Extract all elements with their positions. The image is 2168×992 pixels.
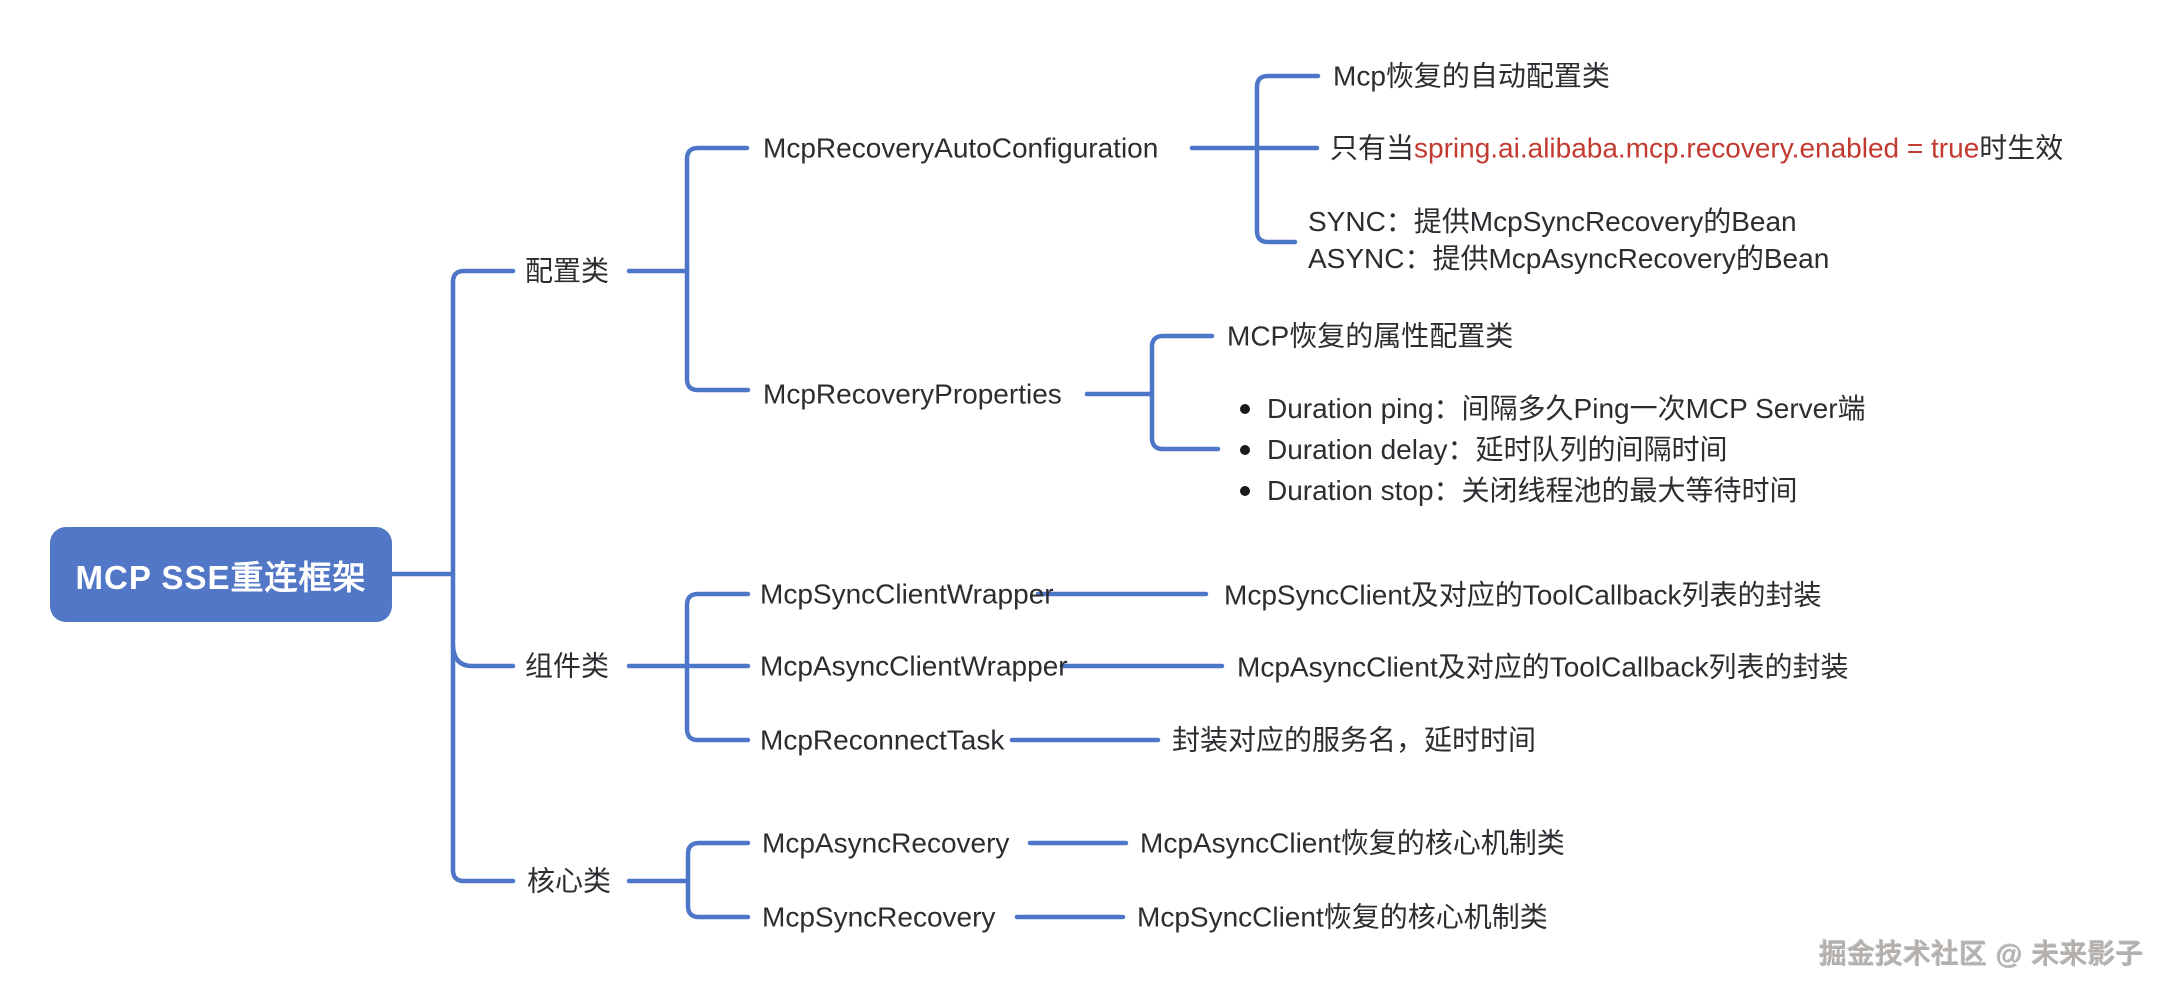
root-node-label: MCP SSE重连框架 [75, 558, 367, 596]
node-mcp-sync-client-wrapper[interactable]: McpSyncClientWrapper [760, 578, 1054, 610]
bullet-duration-ping: Duration ping：间隔多久Ping一次MCP Server端 [1240, 388, 1866, 429]
node-mcp-recovery-auto-configuration[interactable]: McpRecoveryAutoConfiguration [763, 132, 1159, 164]
bullet-duration-stop: Duration stop：关闭线程池的最大等待时间 [1240, 470, 1866, 511]
leaf-properties-desc[interactable]: MCP恢复的属性配置类 [1227, 320, 1514, 352]
leaf-reconnect-task-desc[interactable]: 封装对应的服务名，延时时间 [1172, 724, 1537, 756]
condition-prefix: 只有当 [1330, 132, 1415, 164]
node-mcp-async-client-wrapper[interactable]: McpAsyncClientWrapper [760, 650, 1068, 682]
branch-config-classes[interactable]: 配置类 [525, 255, 610, 287]
leaf-auto-config-desc[interactable]: Mcp恢复的自动配置类 [1333, 60, 1610, 92]
async-bean-line: ASYNC：提供McpAsyncRecovery的Bean [1308, 243, 1830, 274]
condition-suffix: 时生效 [1979, 132, 2064, 164]
leaf-enabled-condition[interactable]: 只有当spring.ai.alibaba.mcp.recovery.enable… [1330, 131, 2063, 166]
leaf-async-recovery-desc[interactable]: McpAsyncClient恢复的核心机制类 [1140, 827, 1565, 859]
leaf-duration-bullets[interactable]: Duration ping：间隔多久Ping一次MCP Server端 Dura… [1240, 388, 1866, 511]
node-mcp-async-recovery[interactable]: McpAsyncRecovery [762, 827, 1010, 859]
leaf-sync-wrapper-desc[interactable]: McpSyncClient及对应的ToolCallback列表的封装 [1224, 579, 1822, 611]
bullet-dot-icon [1240, 444, 1250, 455]
leaf-sync-recovery-desc[interactable]: McpSyncClient恢复的核心机制类 [1137, 901, 1548, 933]
branch-core-classes[interactable]: 核心类 [527, 865, 612, 897]
node-mcp-recovery-properties[interactable]: McpRecoveryProperties [763, 378, 1062, 410]
bullet-duration-stop-text: Duration stop：关闭线程池的最大等待时间 [1267, 475, 1798, 506]
node-mcp-reconnect-task[interactable]: McpReconnectTask [760, 724, 1005, 756]
bullet-duration-delay: Duration delay：延时队列的间隔时间 [1240, 429, 1866, 470]
watermark-text: 掘金技术社区 @ 未来影子 [1819, 939, 2144, 970]
leaf-sync-async-beans[interactable]: SYNC：提供McpSyncRecovery的Bean ASYNC：提供McpA… [1308, 203, 1829, 277]
root-node[interactable]: MCP SSE重连框架 [50, 527, 392, 622]
bullet-duration-delay-text: Duration delay：延时队列的间隔时间 [1267, 434, 1728, 465]
bullet-dot-icon [1240, 403, 1250, 414]
node-mcp-sync-recovery[interactable]: McpSyncRecovery [762, 901, 996, 933]
bullet-duration-ping-text: Duration ping：间隔多久Ping一次MCP Server端 [1267, 393, 1866, 424]
bullet-dot-icon [1240, 485, 1250, 496]
leaf-async-wrapper-desc[interactable]: McpAsyncClient及对应的ToolCallback列表的封装 [1237, 651, 1849, 683]
condition-property-highlight: spring.ai.alibaba.mcp.recovery.enabled =… [1414, 132, 1980, 164]
branch-component-classes[interactable]: 组件类 [525, 650, 610, 682]
sync-bean-line: SYNC：提供McpSyncRecovery的Bean [1308, 206, 1797, 237]
